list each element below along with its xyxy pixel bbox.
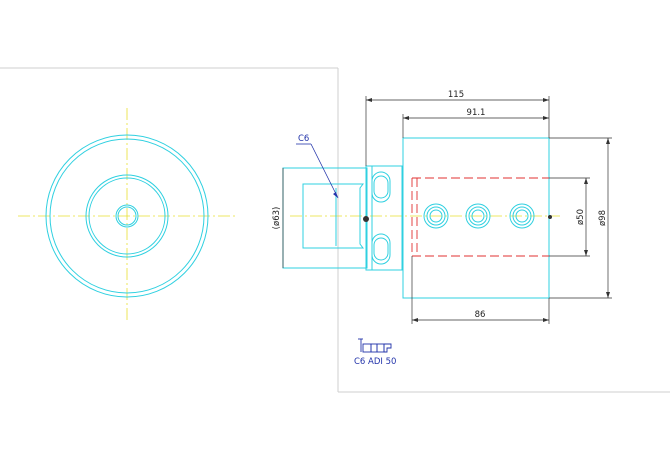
dimension-inner-diameter: ø50 — [576, 209, 586, 225]
hidden-bore — [411, 177, 549, 257]
dimension-body-length: 91.1 — [467, 108, 486, 118]
rotation-marker-left — [363, 216, 369, 222]
callout-leader — [296, 143, 339, 199]
dimension-overall-length: 115 — [448, 90, 464, 100]
rotation-marker-right — [548, 215, 552, 219]
dimension-lower-length: 86 — [475, 310, 486, 320]
dimension-left-diameter: (ø63) — [272, 207, 282, 230]
front-view-centerlines — [18, 108, 238, 322]
callout-label: C6 — [298, 134, 309, 144]
front-view-circles — [45, 134, 209, 298]
side-view-outline — [282, 137, 550, 299]
front-view — [18, 108, 238, 322]
company-logo — [358, 338, 392, 353]
dimension-arrows — [366, 98, 610, 322]
drawing-frame — [0, 67, 670, 393]
side-view: 115 91.1 86 (ø63) ø50 ø98 C6 — [272, 90, 612, 324]
dimension-lines — [282, 96, 612, 324]
dimension-outer-diameter: ø98 — [598, 210, 608, 226]
part-code: C6 ADI 50 — [354, 357, 396, 367]
